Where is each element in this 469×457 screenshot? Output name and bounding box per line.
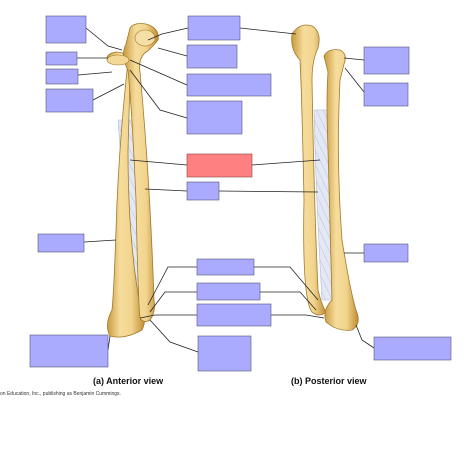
label-box-15[interactable] (197, 335, 252, 372)
label-box-13[interactable] (196, 282, 261, 301)
label-box-10[interactable] (186, 100, 243, 135)
label-box-17[interactable] (363, 82, 409, 107)
trochlear-notch-anterior (134, 29, 156, 47)
label-box-2[interactable] (45, 51, 78, 66)
posterior-view (291, 24, 359, 331)
label-box-18[interactable] (363, 243, 409, 263)
label-box-16[interactable] (363, 46, 410, 75)
label-box-1[interactable] (45, 15, 87, 44)
anterior-view (106, 23, 159, 338)
label-box-8[interactable] (186, 44, 238, 69)
caption-anterior-view: (a) Anterior view (93, 376, 164, 386)
label-box-5[interactable] (37, 233, 85, 253)
label-box-4[interactable] (45, 88, 94, 113)
label-box-3[interactable] (45, 68, 79, 85)
label-box-highlighted[interactable] (186, 153, 253, 178)
label-box-9[interactable] (186, 73, 272, 97)
label-box-7[interactable] (187, 15, 241, 41)
label-box-12[interactable] (196, 258, 255, 276)
copyright-credit: on Education, Inc., publishing as Benjam… (0, 391, 121, 397)
caption-posterior-view: (b) Posterior view (291, 376, 367, 386)
ulna-anterior (123, 23, 159, 322)
radius-posterior (323, 49, 359, 331)
radial-head-anterior (106, 54, 130, 66)
label-box-6[interactable] (29, 334, 109, 368)
label-box-11[interactable] (186, 181, 220, 201)
leader-lines (77, 27, 375, 353)
label-box-19[interactable] (373, 336, 452, 361)
ulna-posterior (291, 24, 327, 316)
label-box-14[interactable] (196, 303, 272, 327)
